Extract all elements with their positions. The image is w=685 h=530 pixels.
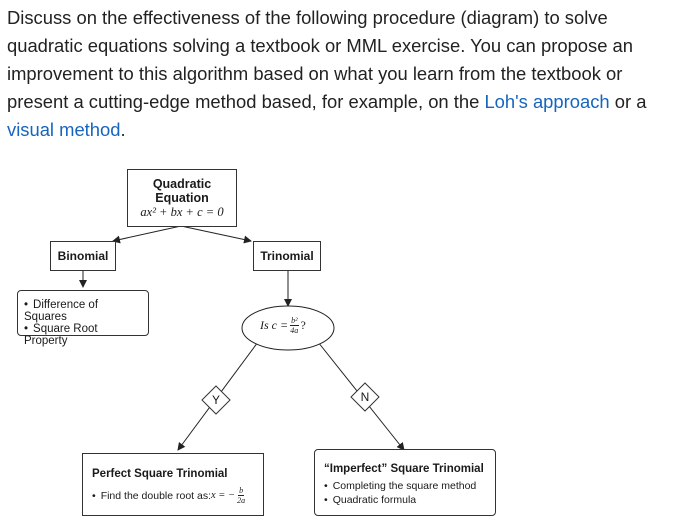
- imperfect-square-title: “Imperfect” Square Trinomial: [324, 463, 484, 475]
- arrow-to-binomial: [112, 225, 182, 244]
- yes-label: Y: [211, 393, 220, 407]
- test-denominator: 4a: [290, 326, 299, 335]
- loh-approach-link[interactable]: Loh's approach: [484, 91, 610, 112]
- binomial-methods-list: Difference of Squares Square Root Proper…: [24, 299, 142, 347]
- root-equation: ax² + bx + c = 0: [140, 204, 224, 219]
- double-root-numerator: b: [238, 486, 245, 496]
- prompt-text-middle: or a: [609, 91, 647, 112]
- no-label: N: [360, 390, 370, 404]
- assignment-prompt: Discuss on the effectiveness of the foll…: [7, 4, 682, 144]
- visual-method-link[interactable]: visual method: [7, 119, 121, 140]
- method-difference-of-squares: Difference of Squares: [24, 299, 142, 323]
- method-completing-square: Completing the square method: [324, 479, 487, 493]
- prompt-text-end: .: [120, 119, 126, 140]
- double-root-math: x = −: [211, 490, 236, 501]
- binomial-methods-box: Difference of Squares Square Root Proper…: [17, 290, 149, 347]
- perfect-square-box: Perfect Square Trinomial • Find the doub…: [82, 453, 264, 516]
- no-diamond: [350, 382, 380, 412]
- double-root-fraction: b 2a: [237, 486, 245, 505]
- double-root-denominator: 2a: [237, 496, 246, 505]
- root-line2: Equation: [155, 190, 209, 205]
- perfect-square-title: Perfect Square Trinomial: [92, 468, 228, 480]
- test-oval: [241, 305, 335, 351]
- yes-diamond: [201, 385, 231, 415]
- test-numerator: b²: [290, 316, 299, 326]
- perfect-square-item: • Find the double root as: x = − b 2a: [92, 486, 246, 505]
- test-fraction: b² 4a: [290, 316, 299, 335]
- double-root-text: Find the double root as:: [100, 489, 212, 502]
- test-question: Is c = b² 4a ?: [260, 316, 306, 335]
- test-prefix: Is c =: [260, 318, 289, 332]
- imperfect-methods-list: Completing the square method Quadratic f…: [324, 479, 487, 507]
- root-line1: Quadratic: [152, 176, 212, 191]
- imperfect-square-box: “Imperfect” Square Trinomial Completing …: [314, 449, 496, 516]
- test-suffix: ?: [300, 318, 306, 332]
- arrow-to-trinomial: [180, 225, 252, 244]
- trinomial-node: Trinomial: [253, 241, 321, 271]
- method-square-root-property: Square Root Property: [24, 323, 142, 347]
- root-node: Quadratic Equation ax² + bx + c = 0: [127, 169, 237, 227]
- method-quadratic-formula: Quadratic formula: [324, 493, 487, 507]
- binomial-node: Binomial: [50, 241, 116, 271]
- prompt-text-start: Discuss on the effectiveness of the foll…: [7, 7, 634, 112]
